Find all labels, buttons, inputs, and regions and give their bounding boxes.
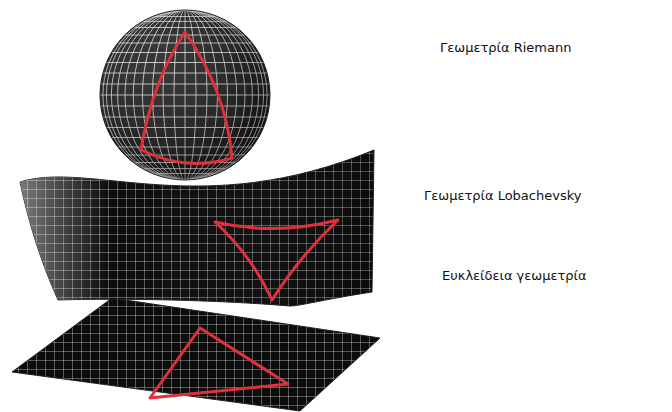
surface-label: Ευκλείδεια γεωμετρία: [442, 268, 587, 283]
surface-label: Γεωμετρία Riemann: [440, 40, 571, 55]
surface-label: Γεωμετρία Lobachevsky: [424, 188, 581, 203]
flat-plane: [12, 298, 380, 411]
sphere: [100, 10, 270, 180]
